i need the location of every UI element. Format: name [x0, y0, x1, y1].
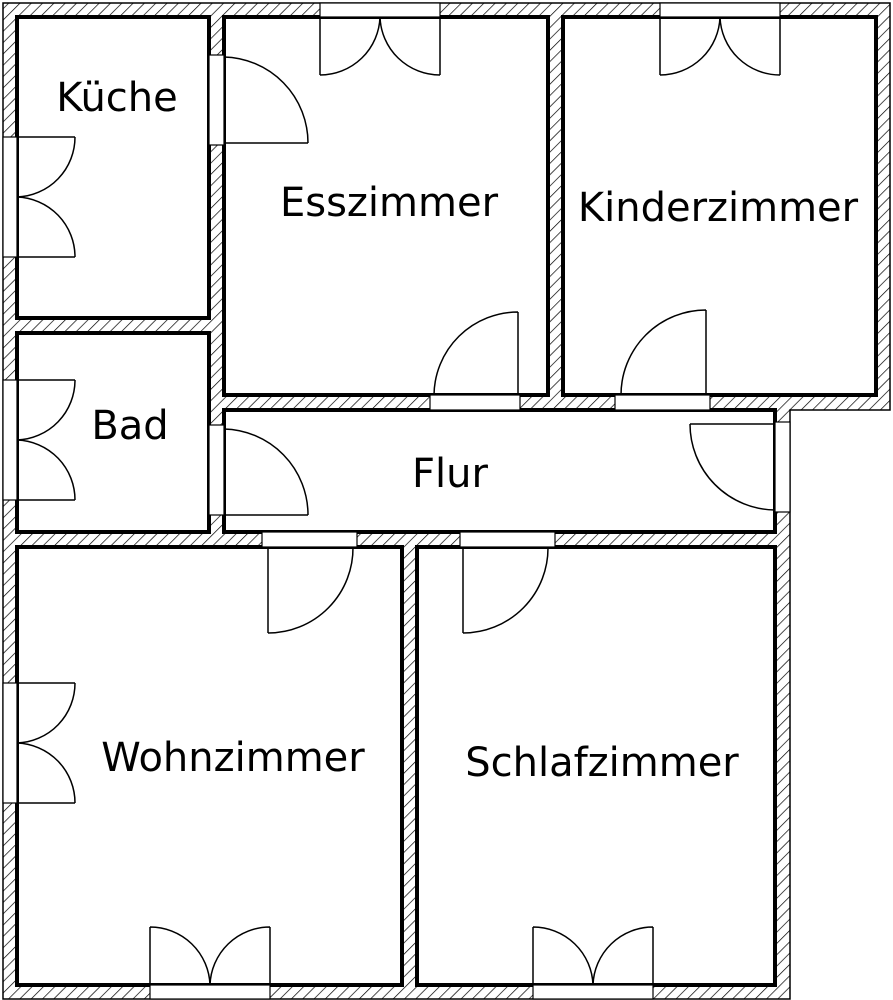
label-wohnzimmer: Wohnzimmer: [101, 735, 365, 781]
door-swing-wohnzimmer-bottom-right: [209, 926, 271, 986]
label-bad: Bad: [91, 403, 168, 449]
door-swing-kinderzimmer-top-right: [719, 16, 781, 76]
door-swing-kueche-esszimmer: [223, 56, 309, 144]
door-swing-kueche-left-top: [16, 136, 76, 198]
room-kueche: [15, 15, 211, 320]
door-swing-kueche-left-bottom: [16, 196, 76, 258]
openings: [2, 2, 791, 1000]
doorgap-kinderzimmer-flur: [614, 394, 711, 411]
label-flur: Flur: [412, 451, 488, 497]
door-swing-schlafzimmer-flur: [462, 546, 549, 634]
window-esszimmer-top: [319, 2, 441, 18]
doorgap-kueche-esszimmer: [208, 54, 225, 146]
door-swing-flur-entrance: [689, 423, 776, 511]
room-wohnzimmer: [15, 545, 404, 987]
room-schlafzimmer: [415, 545, 777, 987]
label-schlafzimmer: Schlafzimmer: [465, 740, 739, 786]
doorgap-bad-flur: [208, 424, 225, 516]
door-swing-esszimmer-top-right: [379, 16, 441, 76]
window-wohnzimmer-bottom: [149, 984, 271, 1000]
door-swing-bad-left-bottom: [16, 439, 76, 501]
room-esszimmer: [222, 15, 550, 397]
room-kinderzimmer: [561, 15, 878, 397]
window-bad-left: [2, 379, 18, 501]
doorgap-schlafzimmer-flur: [459, 531, 556, 548]
doorgap-flur-entrance: [774, 421, 791, 513]
window-kinderzimmer-top: [659, 2, 781, 18]
door-swing-bad-left-top: [16, 379, 76, 441]
room-bad: [15, 331, 211, 534]
door-swing-esszimmer-top-left: [319, 16, 381, 76]
door-swing-kinderzimmer-top-left: [659, 16, 721, 76]
label-esszimmer: Esszimmer: [280, 180, 499, 226]
room-flur: [222, 408, 777, 534]
door-swing-kinderzimmer-flur: [620, 309, 707, 396]
window-kueche-left: [2, 136, 18, 258]
door-swing-schlafzimmer-bottom-right: [592, 926, 654, 986]
window-schlafzimmer-bottom: [532, 984, 654, 1000]
door-swing-wohnzimmer-left-bottom: [16, 742, 76, 804]
doorgap-wohnzimmer-flur: [261, 531, 358, 548]
door-swing-wohnzimmer-flur: [267, 546, 354, 634]
door-swing-schlafzimmer-bottom-left: [532, 926, 594, 986]
window-wohnzimmer-left: [2, 682, 18, 804]
door-swing-wohnzimmer-left-top: [16, 682, 76, 744]
door-swing-bad-flur: [223, 428, 309, 516]
label-kueche: Küche: [56, 75, 178, 121]
door-swing-wohnzimmer-bottom-left: [149, 926, 211, 986]
rooms: [15, 15, 878, 987]
door-swing-esszimmer-flur: [433, 311, 519, 396]
label-kinderzimmer: Kinderzimmer: [578, 185, 859, 231]
doorgap-esszimmer-flur: [429, 394, 521, 411]
doors: [16, 16, 781, 986]
room-labels: Küche Esszimmer Kinderzimmer Bad Flur Wo…: [56, 75, 858, 786]
